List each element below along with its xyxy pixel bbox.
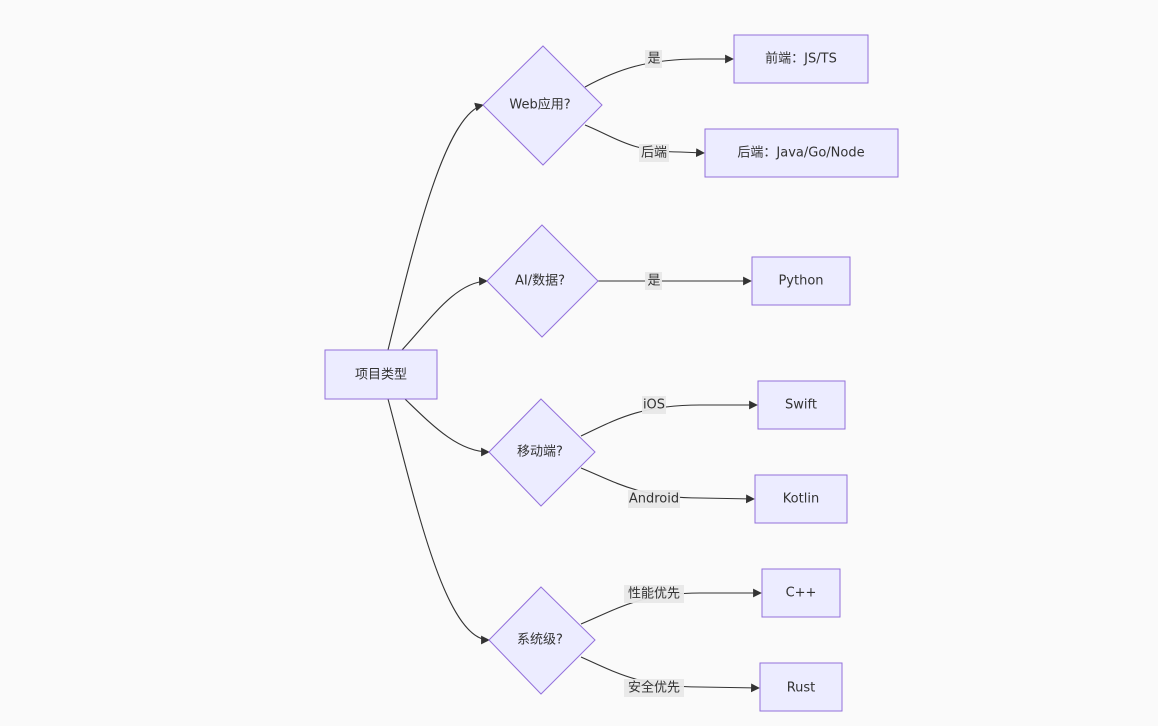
- svg-text:移动端?: 移动端?: [517, 445, 563, 460]
- svg-text:系统级?: 系统级?: [517, 633, 563, 648]
- edge-label-system-cpp: 性能优先: [624, 585, 684, 603]
- svg-text:后端: 后端: [641, 146, 667, 161]
- edge-mobile-to-kotlin: [580, 467, 755, 504]
- node-decision-ai: AI/数据?: [486, 224, 599, 338]
- edge-label-mobile-kotlin: Android: [628, 490, 680, 508]
- svg-text:Web应用?: Web应用?: [509, 97, 570, 113]
- node-root-project-type: 项目类型: [324, 349, 438, 400]
- edge-label-system-rust: 安全优先: [624, 679, 684, 697]
- svg-text:Kotlin: Kotlin: [783, 492, 819, 507]
- edge-web-to-backend: [584, 124, 705, 158]
- svg-text:性能优先: 性能优先: [628, 587, 680, 602]
- svg-text:Python: Python: [778, 274, 823, 289]
- edge-label-ai-python: 是: [645, 272, 662, 290]
- edge-root-to-system: [387, 398, 490, 645]
- edge-label-mobile-swift: iOS: [642, 396, 666, 414]
- svg-text:C++: C++: [786, 586, 817, 601]
- node-decision-system: 系统级?: [488, 586, 596, 695]
- svg-text:前端：JS/TS: 前端：JS/TS: [765, 51, 837, 67]
- edge-root-to-web: [387, 102, 484, 351]
- svg-text:iOS: iOS: [643, 398, 665, 413]
- svg-text:Rust: Rust: [787, 681, 816, 696]
- svg-text:项目类型: 项目类型: [355, 368, 407, 383]
- edge-system-to-rust: [580, 656, 760, 693]
- edge-mobile-to-swift: [580, 400, 758, 437]
- node-outcome-kotlin: Kotlin: [754, 474, 848, 524]
- node-decision-mobile: 移动端?: [488, 398, 596, 507]
- edge-web-to-frontend: [584, 54, 734, 88]
- edge-root-to-ai: [401, 276, 488, 351]
- node-outcome-swift: Swift: [757, 380, 846, 430]
- svg-text:是: 是: [647, 52, 660, 67]
- node-outcome-backend: 后端：Java/Go/Node: [704, 128, 899, 178]
- svg-text:后端：Java/Go/Node: 后端：Java/Go/Node: [737, 146, 864, 161]
- edge-label-web-backend: 后端: [639, 144, 669, 162]
- node-outcome-cpp: C++: [761, 568, 841, 618]
- edge-root-to-mobile: [404, 398, 490, 457]
- svg-text:Android: Android: [629, 492, 679, 507]
- node-outcome-frontend: 前端：JS/TS: [733, 34, 869, 84]
- svg-text:是: 是: [647, 274, 660, 289]
- node-outcome-python: Python: [751, 256, 851, 306]
- svg-text:安全优先: 安全优先: [628, 680, 680, 696]
- edge-label-web-frontend: 是: [645, 50, 662, 68]
- node-outcome-rust: Rust: [759, 662, 843, 712]
- svg-text:Swift: Swift: [785, 398, 817, 413]
- node-decision-web: Web应用?: [482, 45, 603, 166]
- svg-text:AI/数据?: AI/数据?: [515, 274, 565, 289]
